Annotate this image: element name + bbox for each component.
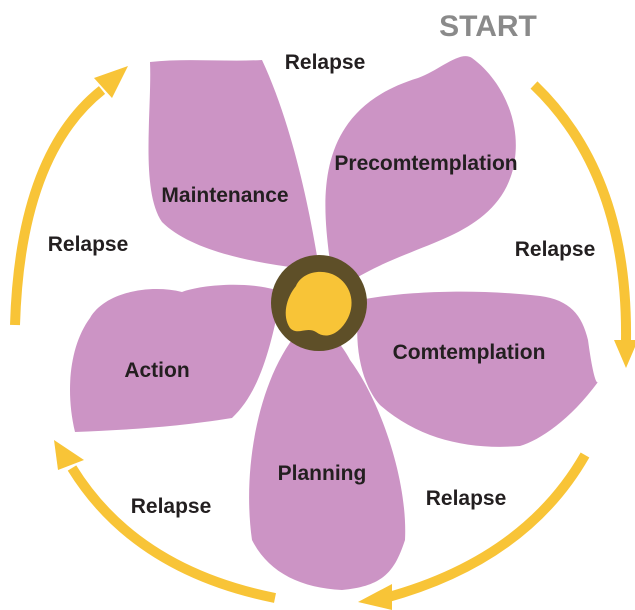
stage-label-comtemplation: Comtemplation (393, 341, 546, 364)
flower (70, 56, 598, 590)
cycle-arrow-left (10, 66, 128, 326)
relapse-label-bottom-left: Relapse (131, 495, 212, 518)
relapse-label-right: Relapse (515, 238, 596, 261)
petal-action (70, 284, 282, 432)
stage-label-planning: Planning (278, 462, 367, 485)
start-label: START (439, 10, 537, 43)
cycle-arrow-lower-left (54, 440, 276, 603)
petal-maintenance (148, 60, 318, 268)
stage-labels: Precomtemplation Comtemplation Planning … (124, 152, 545, 485)
relapse-label-lower-right: Relapse (426, 487, 507, 510)
cycle-arrows (10, 66, 635, 610)
stage-label-maintenance: Maintenance (161, 184, 288, 207)
petal-planning (249, 328, 406, 590)
stage-label-precomtemplation: Precomtemplation (334, 152, 517, 175)
flower-center (271, 255, 367, 351)
stage-label-action: Action (124, 359, 189, 382)
flower-center-core (285, 271, 352, 336)
relapse-labels: Relapse Relapse Relapse Relapse Relapse (48, 51, 596, 518)
cycle-arrow-lower-right (358, 452, 590, 610)
relapse-label-top: Relapse (285, 51, 366, 74)
relapse-label-left: Relapse (48, 233, 129, 256)
petal-comtemplation (357, 291, 598, 447)
petal-precomtemplation (325, 56, 516, 282)
cycle-arrow-right (530, 81, 635, 368)
